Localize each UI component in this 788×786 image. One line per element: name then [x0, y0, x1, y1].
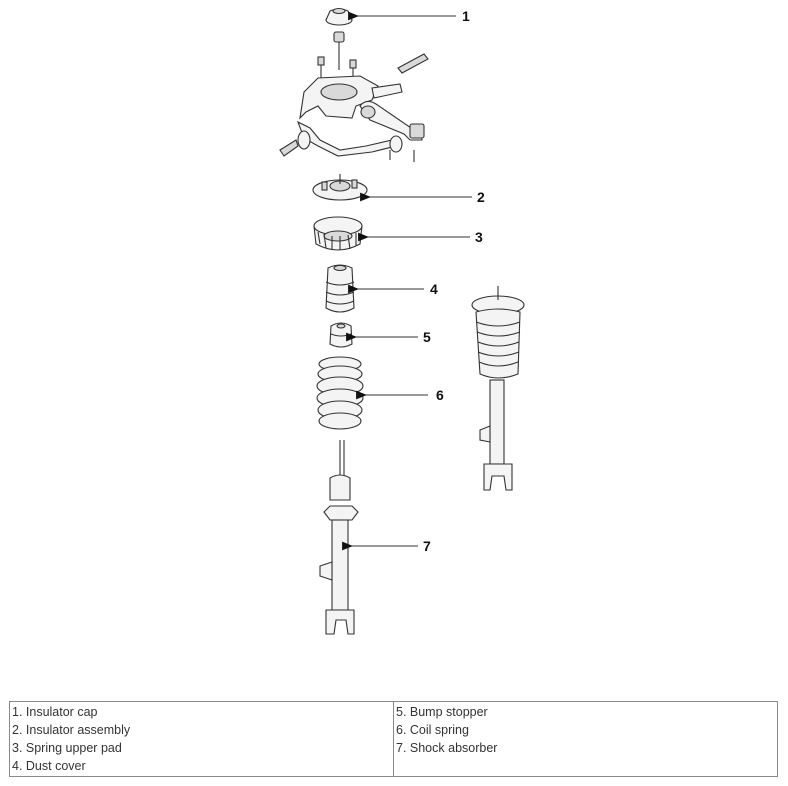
legend-item-dust-cover: 4. Dust cover	[12, 759, 86, 773]
legend-item-coil-spring: 6. Coil spring	[396, 723, 469, 737]
callout-2: 2	[477, 189, 485, 205]
insulator-cap-part	[325, 7, 353, 26]
callout-7: 7	[423, 538, 431, 554]
callout-1: 1	[462, 8, 470, 24]
legend-item-insulator-assembly: 2. Insulator assembly	[12, 723, 131, 737]
assembled-strut-view	[471, 286, 525, 491]
legend-right-column: 5. Bump stopper 6. Coil spring 7. Shock …	[393, 701, 778, 777]
insulator-assembly-part	[312, 174, 368, 201]
legend-item-shock-absorber: 7. Shock absorber	[396, 741, 498, 755]
legend-item-insulator-cap: 1. Insulator cap	[12, 705, 98, 719]
callout-arrows	[342, 11, 472, 551]
parts-legend-table: 1. Insulator cap 2. Insulator assembly 3…	[9, 701, 778, 777]
legend-item-spring-upper-pad: 3. Spring upper pad	[12, 741, 122, 755]
bump-stopper-part	[329, 322, 353, 348]
upper-mount-assembly	[279, 31, 429, 162]
callout-5: 5	[423, 329, 431, 345]
dust-cover-part	[325, 264, 355, 313]
callout-3: 3	[475, 229, 483, 245]
callout-6: 6	[436, 387, 444, 403]
legend-item-bump-stopper: 5. Bump stopper	[396, 705, 488, 719]
legend-left-column: 1. Insulator cap 2. Insulator assembly 3…	[9, 701, 394, 777]
shock-absorber-part	[319, 440, 359, 635]
coil-spring-part	[316, 356, 364, 430]
spring-upper-pad-part	[313, 216, 363, 251]
callout-4: 4	[430, 281, 438, 297]
legend-row: 1. Insulator cap 2. Insulator assembly 3…	[9, 701, 778, 777]
exploded-diagram: 1 2 3 4 5 6 7	[279, 7, 525, 635]
